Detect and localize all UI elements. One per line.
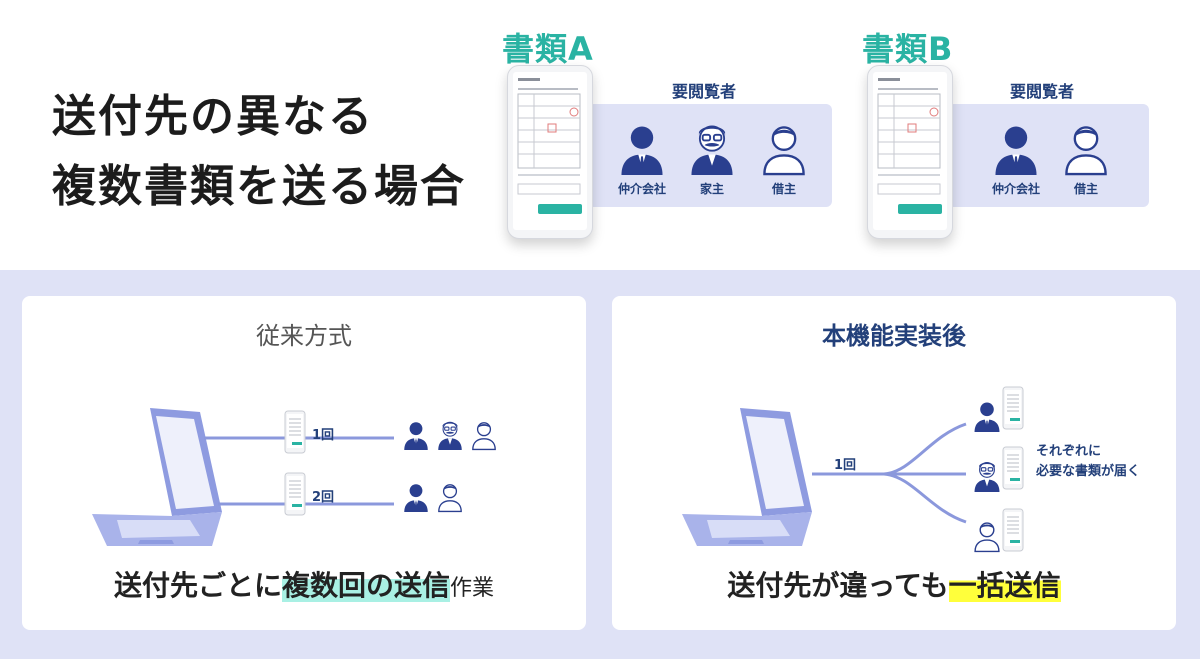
conventional-caption: 送付先ごとに複数回の送信作業 — [22, 564, 586, 604]
delivery-note-line1: それぞれに — [1036, 444, 1102, 459]
laptop-icon — [682, 408, 812, 546]
person-outline-icon — [975, 523, 999, 551]
caption-highlight: 複数回の送信 — [281, 569, 450, 602]
new-feature-title: 本機能実装後 — [822, 322, 966, 350]
doc-b-viewer-tenant: 借主 — [1056, 118, 1116, 197]
person-outline-icon — [473, 423, 495, 450]
doc-b-viewers-band — [948, 104, 1149, 207]
new-feature-card: 本機能実装後 1回 それぞれに 必要な書類が届く 送付先が違っても一括送信 — [612, 296, 1176, 630]
document-icon — [1003, 509, 1023, 551]
caption-highlight: 一括送信 — [948, 569, 1061, 602]
document-preview-icon — [868, 66, 952, 238]
doc-b-viewer-broker: 仲介会社 — [986, 118, 1046, 197]
doc-a-viewer-broker: 仲介会社 — [612, 118, 672, 197]
delivery-note: それぞれに 必要な書類が届く — [1036, 442, 1140, 482]
person-mustache-icon — [975, 463, 1000, 492]
doc-b-viewers-title: 要閲覧者 — [1010, 82, 1075, 101]
viewer-label: 借主 — [771, 182, 796, 196]
document-preview-icon — [508, 66, 592, 238]
doc-a-phone — [507, 65, 593, 239]
person-outline-icon — [1058, 118, 1114, 176]
send-count-once: 1回 — [834, 458, 857, 473]
viewer-label: 借主 — [1073, 182, 1098, 196]
doc-b-phone — [867, 65, 953, 239]
document-icon — [285, 411, 305, 453]
laptop-icon — [92, 408, 222, 546]
doc-b-title: 書類B — [862, 30, 954, 68]
caption-suffix: 作業 — [450, 576, 495, 601]
top-section: 送付先の異なる 複数書類を送る場合 書類A 要閲覧者 仲介会社 家主 借主 書類… — [0, 0, 1200, 270]
viewer-label: 家主 — [699, 182, 724, 196]
document-icon — [1003, 387, 1023, 429]
conventional-title: 従来方式 — [256, 322, 352, 350]
person-mustache-icon — [438, 422, 461, 450]
document-icon — [1003, 447, 1023, 489]
new-feature-caption: 送付先が違っても一括送信 — [612, 564, 1176, 604]
caption-prefix: 送付先ごとに — [113, 569, 282, 602]
person-business-icon — [975, 403, 1000, 432]
viewer-label: 仲介会社 — [617, 182, 666, 196]
doc-a-title: 書類A — [502, 30, 594, 68]
hero-title-line2: 複数書類を送る場合 — [52, 161, 466, 212]
delivery-note-line2: 必要な書類が届く — [1036, 464, 1141, 479]
caption-prefix: 送付先が違っても — [727, 569, 949, 602]
send-count-2: 2回 — [312, 490, 335, 505]
document-icon — [285, 473, 305, 515]
person-business-icon — [404, 422, 427, 450]
person-outline-icon — [439, 485, 461, 512]
hero-title-line1: 送付先の異なる — [52, 91, 374, 142]
person-business-icon — [404, 484, 427, 512]
send-count-1: 1回 — [312, 428, 335, 443]
doc-a-viewer-landlord: 家主 — [682, 118, 742, 197]
doc-a-viewer-tenant: 借主 — [754, 118, 814, 197]
conventional-card: 従来方式 1回 2回 送付先ごとに複数回の送信作業 — [22, 296, 586, 630]
person-mustache-icon — [684, 118, 740, 176]
new-feature-diagram — [682, 386, 1176, 626]
person-business-icon — [988, 118, 1044, 176]
conventional-diagram — [92, 408, 586, 546]
doc-a-viewers-title: 要閲覧者 — [672, 82, 737, 101]
person-outline-icon — [756, 118, 812, 176]
viewer-label: 仲介会社 — [991, 182, 1040, 196]
person-business-icon — [614, 118, 670, 176]
